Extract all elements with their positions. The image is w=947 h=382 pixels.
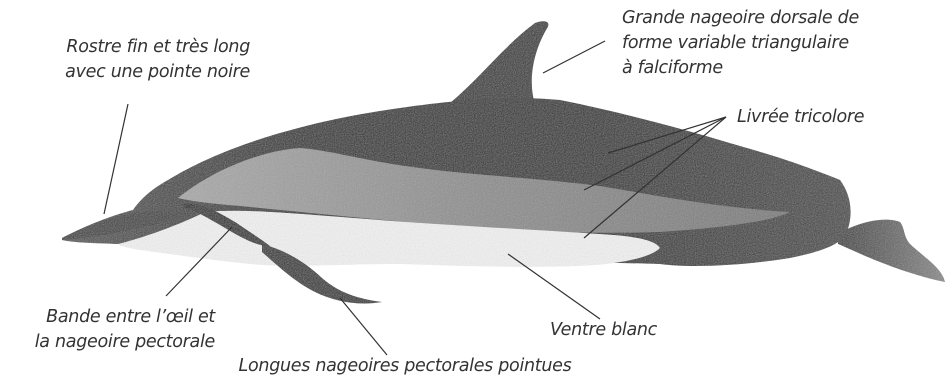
label-bande-line-1: Bande entre l’œil et bbox=[0, 305, 215, 330]
tail-fluke bbox=[838, 220, 945, 282]
label-dorsale: Grande nageoire dorsale de forme variabl… bbox=[622, 6, 922, 81]
label-rostre: Rostre fin et très long avec une pointe … bbox=[30, 35, 250, 85]
eye bbox=[184, 204, 192, 209]
label-livree: Livrée tricolore bbox=[737, 105, 917, 130]
label-ventre-text: Ventre blanc bbox=[550, 318, 710, 343]
label-ventre: Ventre blanc bbox=[550, 318, 710, 343]
label-dorsale-line-2: forme variable triangulaire bbox=[622, 31, 922, 56]
leader-pectorales bbox=[340, 298, 387, 355]
label-dorsale-line-1: Grande nageoire dorsale de bbox=[622, 6, 922, 31]
label-bande-line-2: la nageoire pectorale bbox=[0, 330, 215, 355]
label-bande: Bande entre l’œil et la nageoire pectora… bbox=[0, 305, 215, 355]
leader-dorsale bbox=[543, 41, 605, 73]
label-dorsale-line-3: à falciforme bbox=[622, 56, 922, 81]
label-pectorales-text: Longues nageoires pectorales pointues bbox=[200, 354, 610, 379]
label-pectorales: Longues nageoires pectorales pointues bbox=[200, 354, 610, 379]
label-livree-text: Livrée tricolore bbox=[737, 105, 917, 130]
label-rostre-line-1: Rostre fin et très long bbox=[30, 35, 250, 60]
leader-rostre bbox=[104, 104, 128, 214]
label-rostre-line-2: avec une pointe noire bbox=[30, 60, 250, 85]
